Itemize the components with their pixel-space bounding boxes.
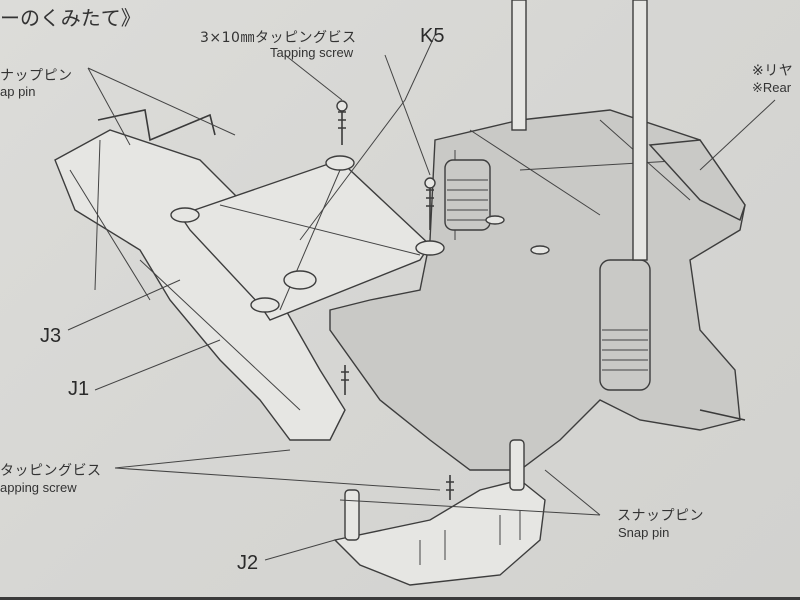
snap-pin-br-jp-label: スナップピン	[617, 508, 704, 524]
part-j3-label: J3	[40, 325, 62, 347]
page-bottom-edge	[0, 597, 800, 600]
rear-note-jp-label: ※リヤ	[752, 63, 794, 79]
snap-pin-jp-label: ナップピン	[0, 68, 73, 84]
tapping-screw-bl-jp-label: タッピングビス	[0, 463, 102, 479]
snap-pin-br-en-label: Snap pin	[618, 525, 670, 540]
snap-pin-en-label: ap pin	[0, 84, 36, 99]
tapping-screw-en-label: Tapping screw	[270, 45, 354, 60]
part-j1-label: J1	[68, 378, 90, 400]
part-j3-brace-drawing	[170, 155, 445, 321]
leader-lines	[67, 34, 776, 561]
part-k5-label: K5	[420, 25, 445, 47]
part-j2-drawing	[333, 439, 546, 586]
tapping-screw-bl-en-label: apping screw	[0, 480, 77, 495]
section-title: ーのくみたて》	[0, 6, 141, 30]
part-j1-drawing	[54, 109, 346, 441]
tapping-screw-size-label: 3×10㎜タッピングビス	[200, 30, 357, 46]
tapping-screws-drawing	[336, 100, 454, 500]
part-j2-label: J2	[237, 552, 259, 574]
rear-note-en-label: ※Rear	[752, 80, 792, 95]
chassis-assembly	[329, 0, 746, 471]
